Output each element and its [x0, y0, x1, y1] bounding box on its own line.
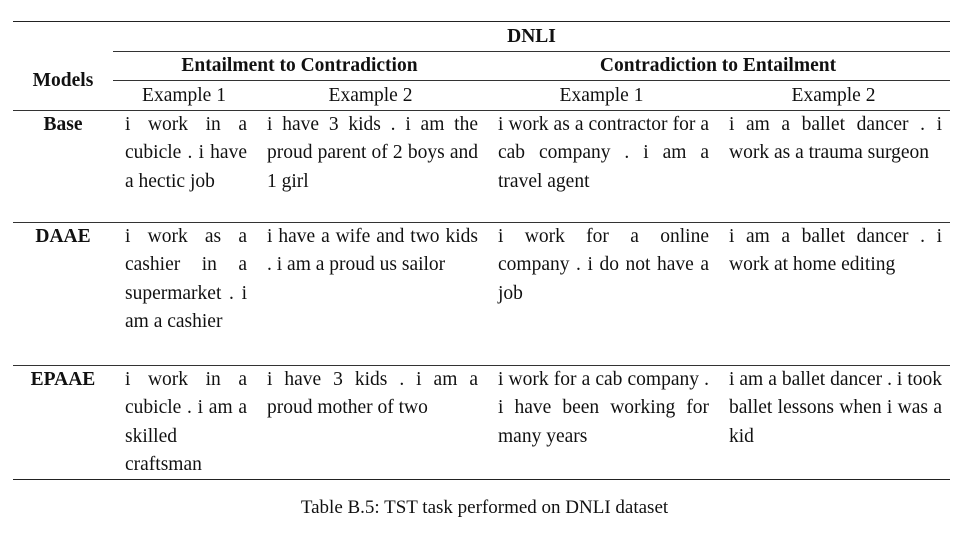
results-table: DNLI Models Entailment to Contradiction … — [13, 21, 951, 481]
table-cell: i have a wife and two kids . i am a prou… — [255, 222, 486, 366]
model-name: Base — [13, 110, 113, 223]
table-row: EPAAE i work in a cubicle . i am a skill… — [13, 365, 951, 481]
table-row: Base i work in a cubicle . i have a hect… — [13, 110, 951, 223]
table-cell: i work as a cashier in a supermarket . i… — [113, 222, 255, 366]
table-cell: i work for a cab company . i have been w… — [486, 365, 717, 481]
table-cell: i work in a cubicle . i have a hectic jo… — [113, 110, 255, 223]
example-header: Example 2 — [717, 80, 951, 111]
model-name: EPAAE — [13, 365, 113, 481]
table-cell: i have 3 kids . i am the proud parent of… — [255, 110, 486, 223]
example-header: Example 1 — [113, 80, 255, 111]
table-corner — [13, 21, 113, 52]
models-header: Models — [13, 51, 113, 111]
table-cell: i am a ballet dancer . i took ballet les… — [717, 365, 951, 481]
model-name: DAAE — [13, 222, 113, 366]
group-header-contra-to-entail: Contradiction to Entailment — [486, 51, 951, 81]
table-cell: i work for a online company . i do not h… — [486, 222, 717, 366]
group-header-entail-to-contra: Entailment to Contradiction — [113, 51, 486, 81]
example-header: Example 2 — [255, 80, 486, 111]
table-row: DAAE i work as a cashier in a supermarke… — [13, 222, 951, 366]
example-header: Example 1 — [486, 80, 717, 111]
table-caption: Table B.5: TST task performed on DNLI da… — [300, 497, 669, 518]
dataset-title: DNLI — [113, 21, 951, 52]
table-cell: i have 3 kids . i am a proud mother of t… — [255, 365, 486, 481]
table-cell: i work as a contractor for a cab company… — [486, 110, 717, 223]
table-cell: i am a ballet dancer . i work as a traum… — [717, 110, 951, 223]
table-cell: i am a ballet dancer . i work at home ed… — [717, 222, 951, 366]
table-cell: i work in a cubicle . i am a skilled cra… — [113, 365, 255, 481]
